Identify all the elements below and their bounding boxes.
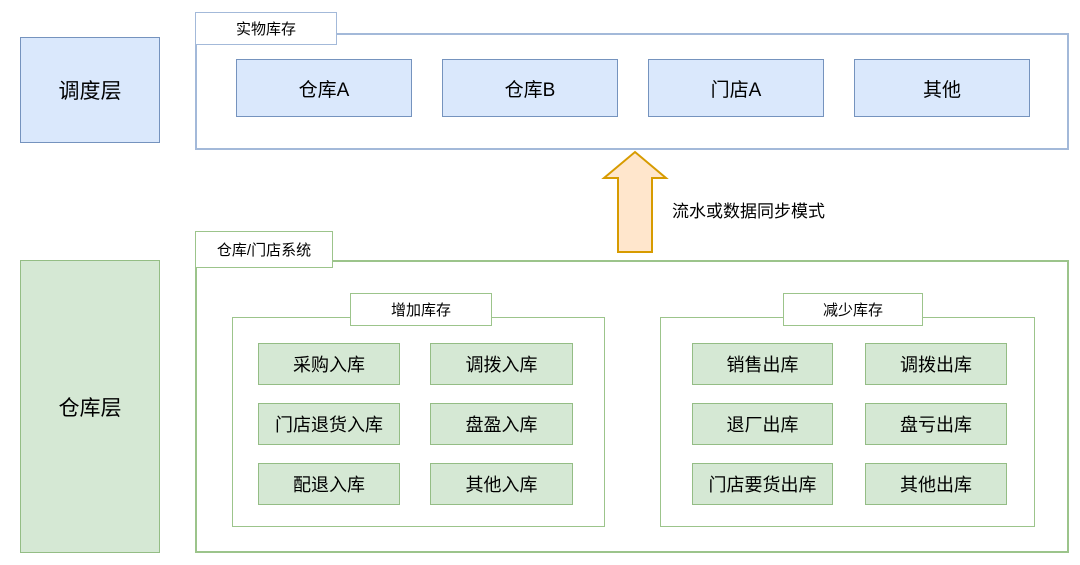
node-surplus-inbound: 盘盈入库 xyxy=(430,403,573,445)
scheduling-layer-box: 调度层 xyxy=(20,37,160,143)
node-other-inbound: 其他入库 xyxy=(430,463,573,505)
node-warehouse-b: 仓库B xyxy=(442,59,618,117)
increase-inventory-label-tab: 增加库存 xyxy=(350,293,492,326)
node-warehouse-a: 仓库A xyxy=(236,59,412,117)
node-store-a: 门店A xyxy=(648,59,824,117)
up-arrow-icon xyxy=(601,150,669,253)
node-shortage-outbound: 盘亏出库 xyxy=(865,403,1007,445)
physical-inventory-label-tab: 实物库存 xyxy=(195,12,337,45)
node-sales-outbound: 销售出库 xyxy=(692,343,833,385)
node-transfer-inbound: 调拨入库 xyxy=(430,343,573,385)
warehouse-layer-box: 仓库层 xyxy=(20,260,160,553)
node-transfer-outbound: 调拨出库 xyxy=(865,343,1007,385)
node-factory-return-outbound: 退厂出库 xyxy=(692,403,833,445)
node-store-requisition-outbound: 门店要货出库 xyxy=(692,463,833,505)
node-other: 其他 xyxy=(854,59,1030,117)
node-purchase-inbound: 采购入库 xyxy=(258,343,400,385)
warehouse-store-system-label-tab: 仓库/门店系统 xyxy=(195,231,333,268)
node-distribution-return-inbound: 配退入库 xyxy=(258,463,400,505)
sync-mode-label: 流水或数据同步模式 xyxy=(672,202,825,221)
node-other-outbound: 其他出库 xyxy=(865,463,1007,505)
node-store-return-inbound: 门店退货入库 xyxy=(258,403,400,445)
decrease-inventory-label-tab: 减少库存 xyxy=(783,293,923,326)
